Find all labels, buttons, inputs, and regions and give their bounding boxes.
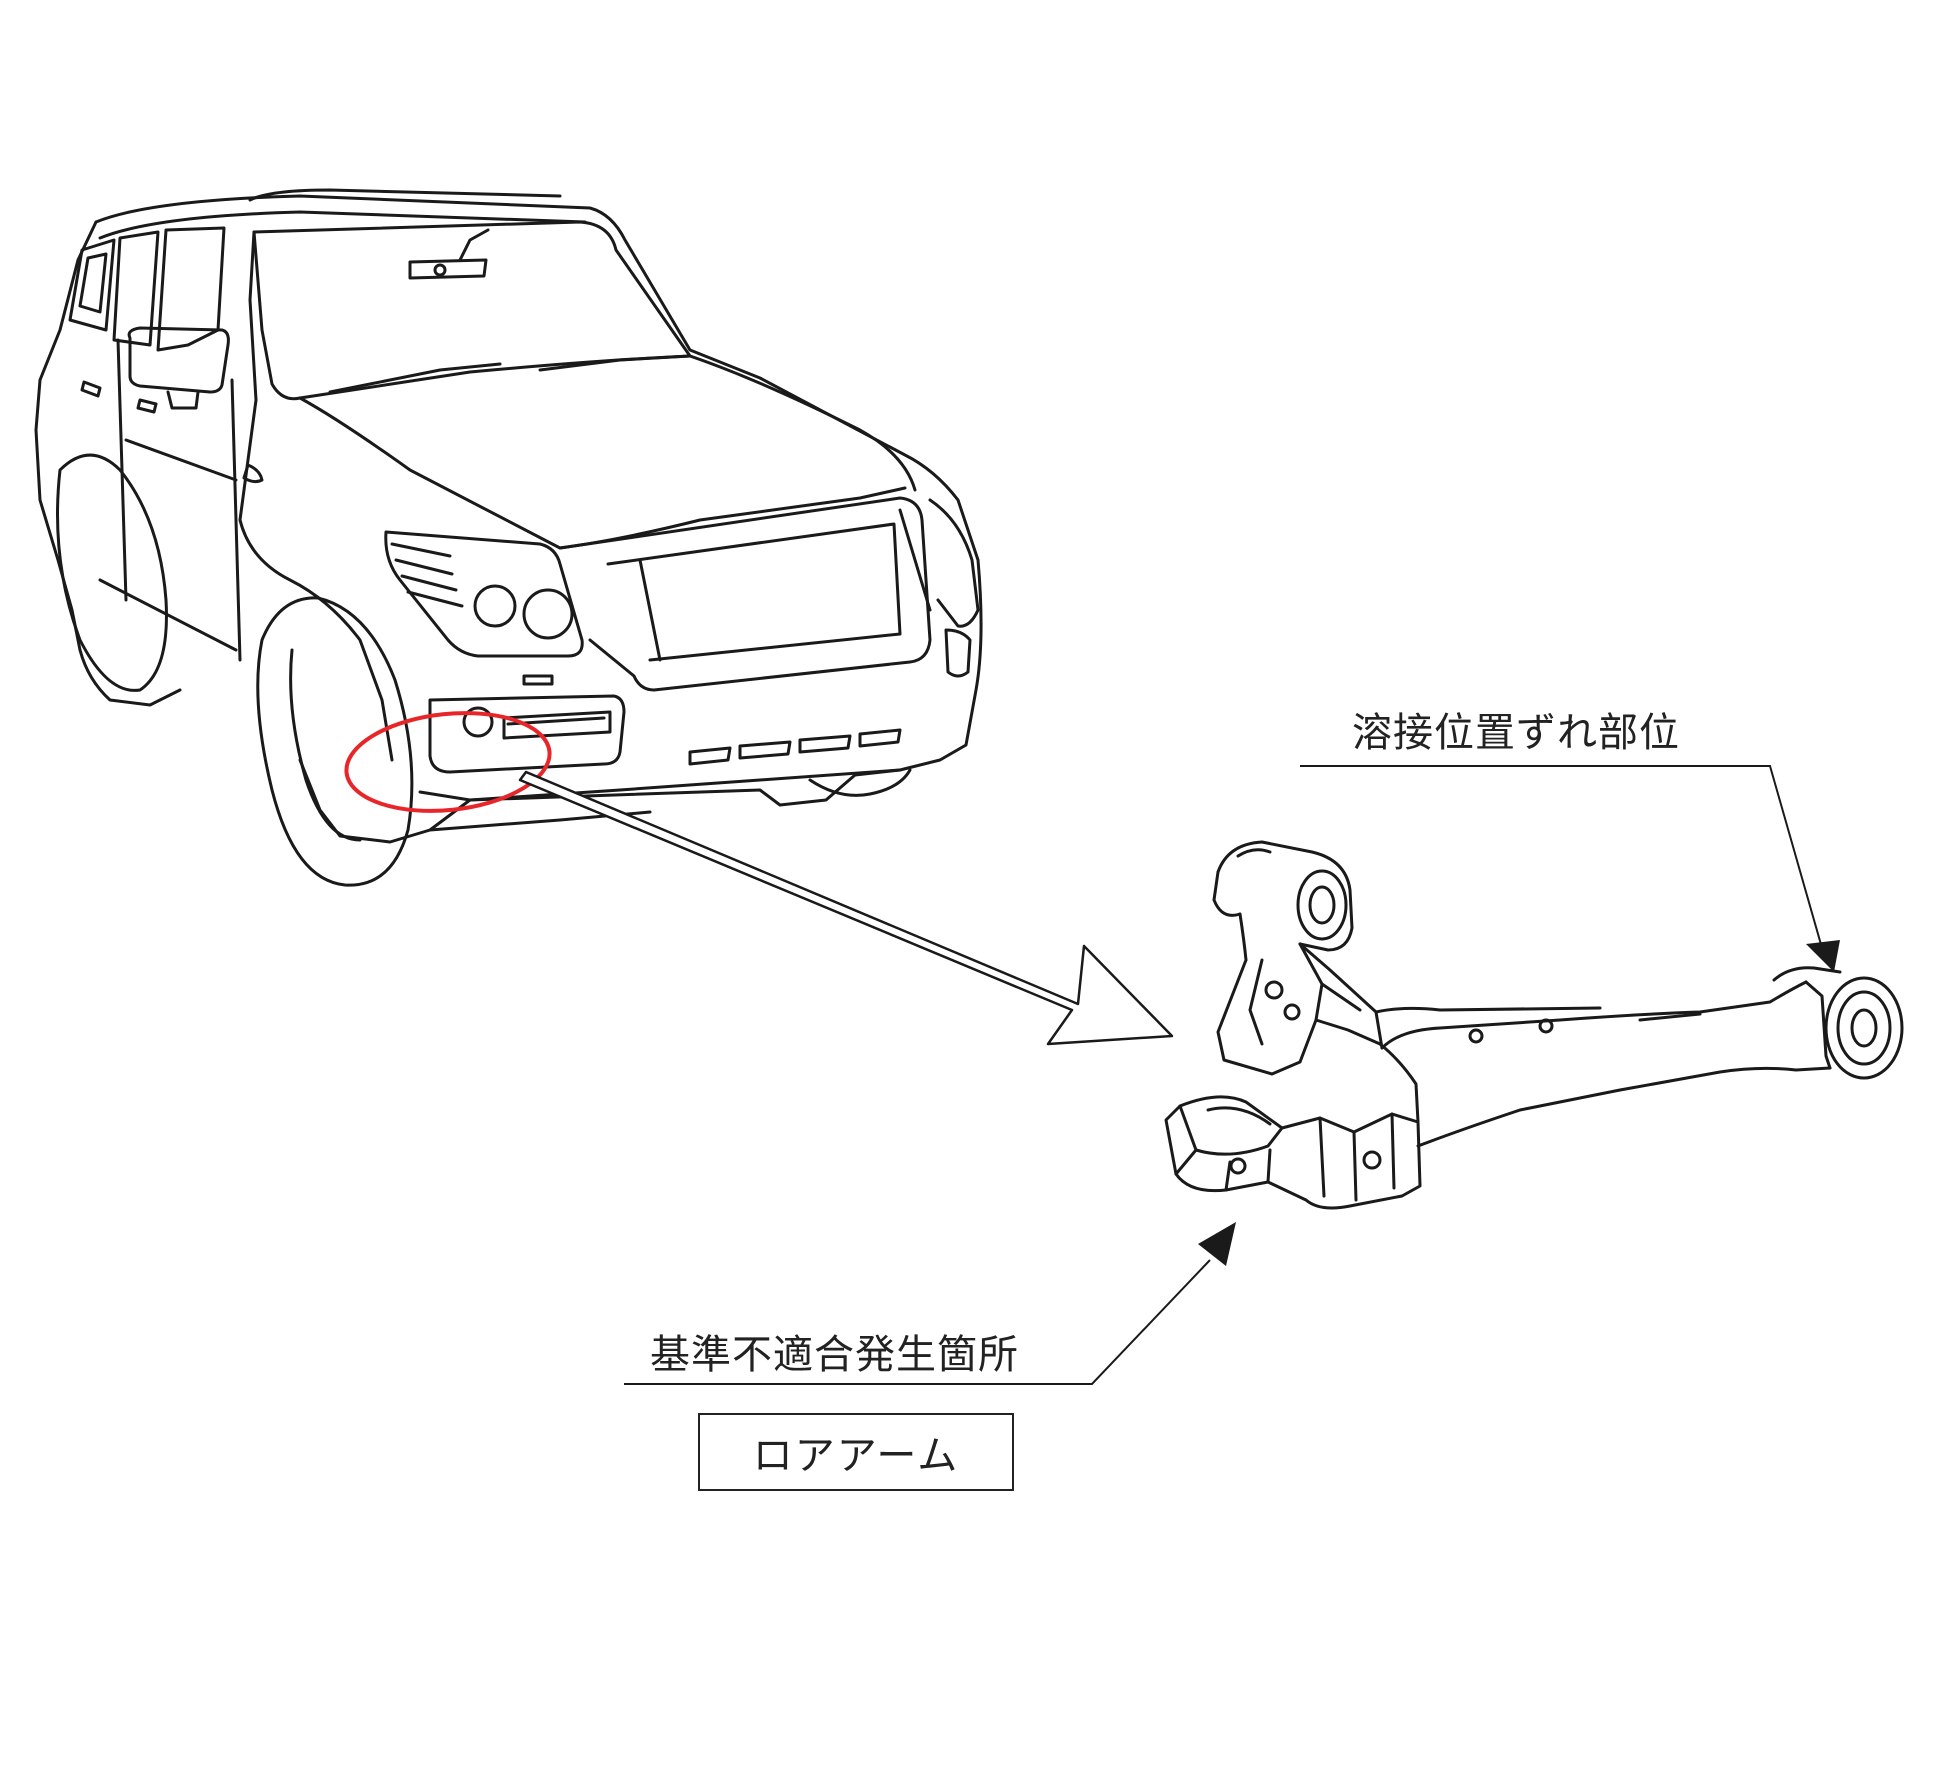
nonconformity-location-label: 基準不適合発生箇所 <box>650 1332 1019 1378</box>
callout-arrow <box>518 770 1174 1046</box>
lower-arm-illustration <box>1164 840 1904 1210</box>
part-name-label: ロアアーム <box>752 1433 960 1479</box>
highlight-circle <box>344 711 552 813</box>
leader-lines <box>624 765 1823 1385</box>
suv-illustration <box>34 188 983 887</box>
fault-arrowhead <box>1198 1222 1236 1266</box>
weld-arrowhead <box>1806 940 1840 972</box>
weld-offset-location-label: 溶接位置ずれ部位 <box>1352 710 1680 756</box>
part-name-box: ロアアーム <box>698 1413 1014 1491</box>
